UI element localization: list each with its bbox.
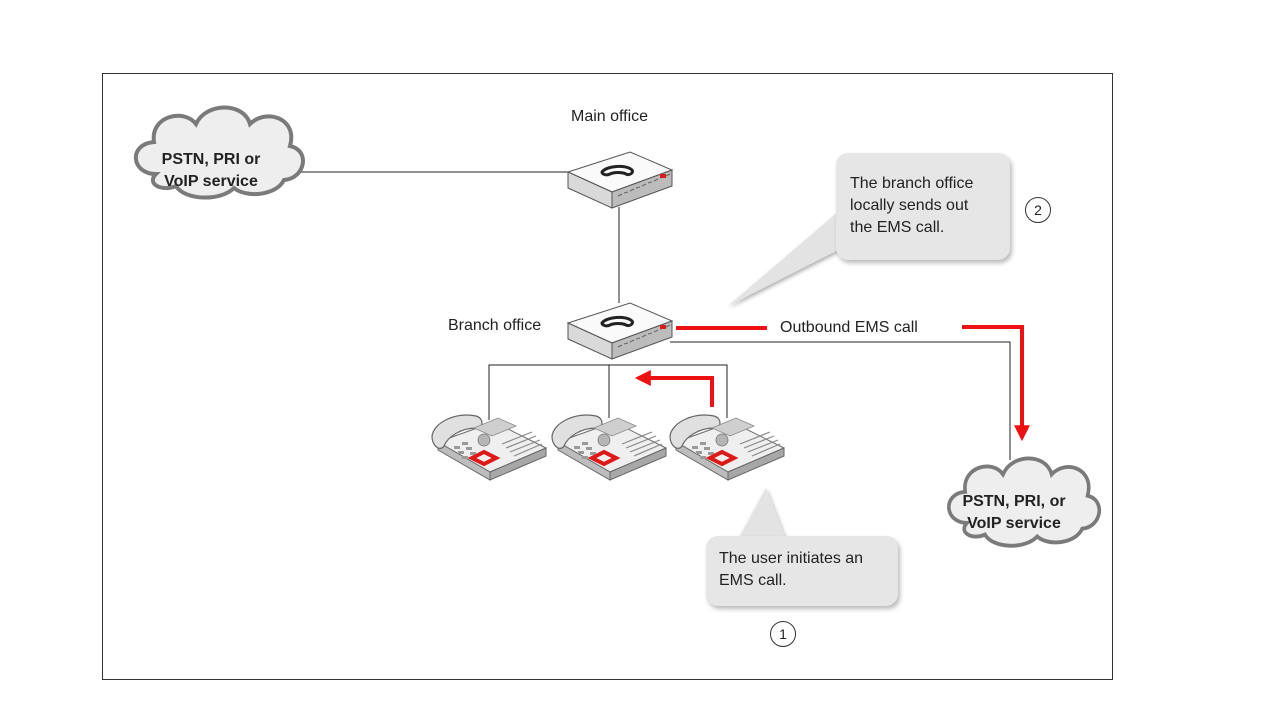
callout-user-line-2: EMS call.	[719, 572, 787, 589]
callout-user-line-1: The user initiates an	[719, 550, 864, 567]
phone-right-icon	[668, 413, 786, 482]
callout-branch: The branch office locally sends out the …	[836, 153, 1010, 260]
phone-bus	[488, 364, 728, 420]
callout-branch-pointer	[728, 212, 842, 306]
link-branch-to-cloud	[670, 341, 1011, 460]
callout-branch-line-1: The branch office	[850, 175, 974, 192]
user-call-arrow	[634, 370, 714, 407]
callout-user-pointer	[738, 488, 786, 540]
diagram-frame	[102, 73, 1113, 680]
callout-branch-line-2: locally sends out	[850, 197, 969, 214]
callout-user: The user initiates an EMS call.	[706, 536, 898, 606]
cloud-left-label: PSTN, PRI or VoIP service	[140, 149, 282, 193]
cloud-right-line-1: PSTN, PRI, or	[962, 493, 1066, 510]
main-office-label: Main office	[571, 108, 649, 125]
cloud-right-line-2: VoIP service	[967, 515, 1061, 532]
branch-office-label: Branch office	[448, 317, 542, 334]
branch-office-switch-icon	[566, 301, 674, 361]
main-office-switch-icon	[566, 150, 674, 210]
step-2-badge: 2	[1025, 197, 1051, 223]
connection-lines	[300, 171, 1011, 460]
step-1-badge: 1	[770, 621, 796, 647]
phone-middle-icon	[550, 413, 668, 482]
outbound-ems-call-label: Outbound EMS call	[780, 319, 918, 336]
phone-left-icon	[430, 413, 548, 482]
cloud-right-label: PSTN, PRI, or VoIP service	[944, 491, 1084, 535]
callout-branch-line-3: the EMS call.	[850, 219, 945, 236]
cloud-left-line-2: VoIP service	[164, 173, 258, 190]
outbound-call-arrow-head	[962, 325, 1030, 442]
cloud-left-line-1: PSTN, PRI or	[161, 151, 261, 168]
